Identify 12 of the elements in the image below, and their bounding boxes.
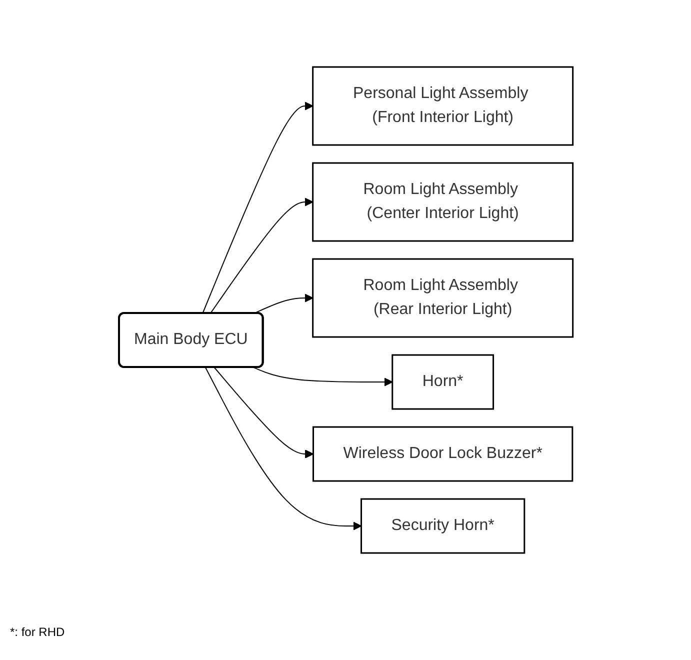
arrow	[252, 367, 392, 386]
arrow	[213, 367, 314, 458]
node-box: Room Light Assembly (Rear Interior Light)	[312, 258, 574, 338]
node-box: Personal Light Assembly (Front Interior Light)	[312, 66, 574, 146]
arrow	[202, 102, 313, 314]
node-box: Security Horn*	[360, 498, 525, 554]
node-box: Room Light Assembly (Center Interior Light)	[312, 162, 574, 242]
node-box: Horn*	[391, 354, 494, 410]
node-box: Wireless Door Lock Buzzer*	[312, 426, 573, 482]
arrow	[209, 198, 313, 314]
arrow	[204, 367, 362, 530]
footnote: *: for RHD	[10, 625, 65, 639]
